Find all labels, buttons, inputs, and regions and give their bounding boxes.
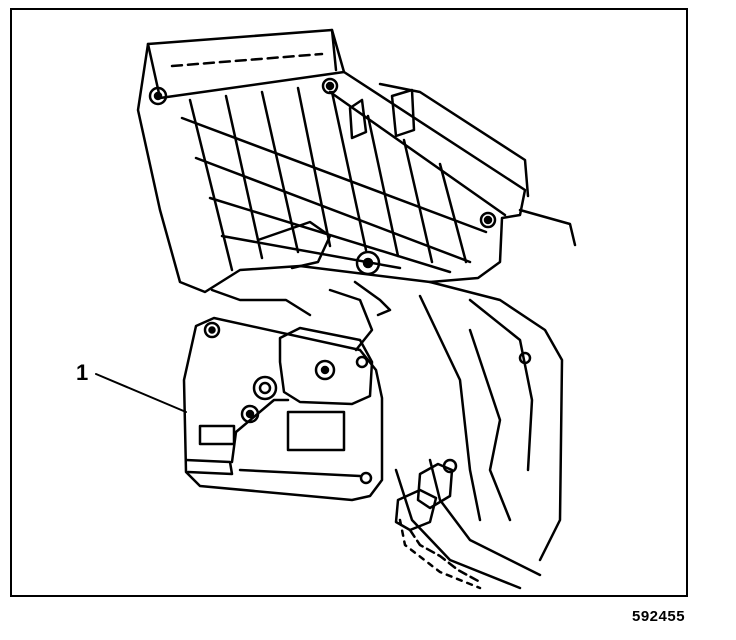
callout-leader-1 (95, 373, 187, 413)
filter-housing (136, 28, 530, 294)
hvac-case (210, 208, 577, 590)
door-linkage (394, 458, 482, 584)
mode-actuator (182, 316, 384, 502)
callout-label-1: 1 (76, 360, 89, 385)
figure-number: 592455 (632, 608, 686, 625)
